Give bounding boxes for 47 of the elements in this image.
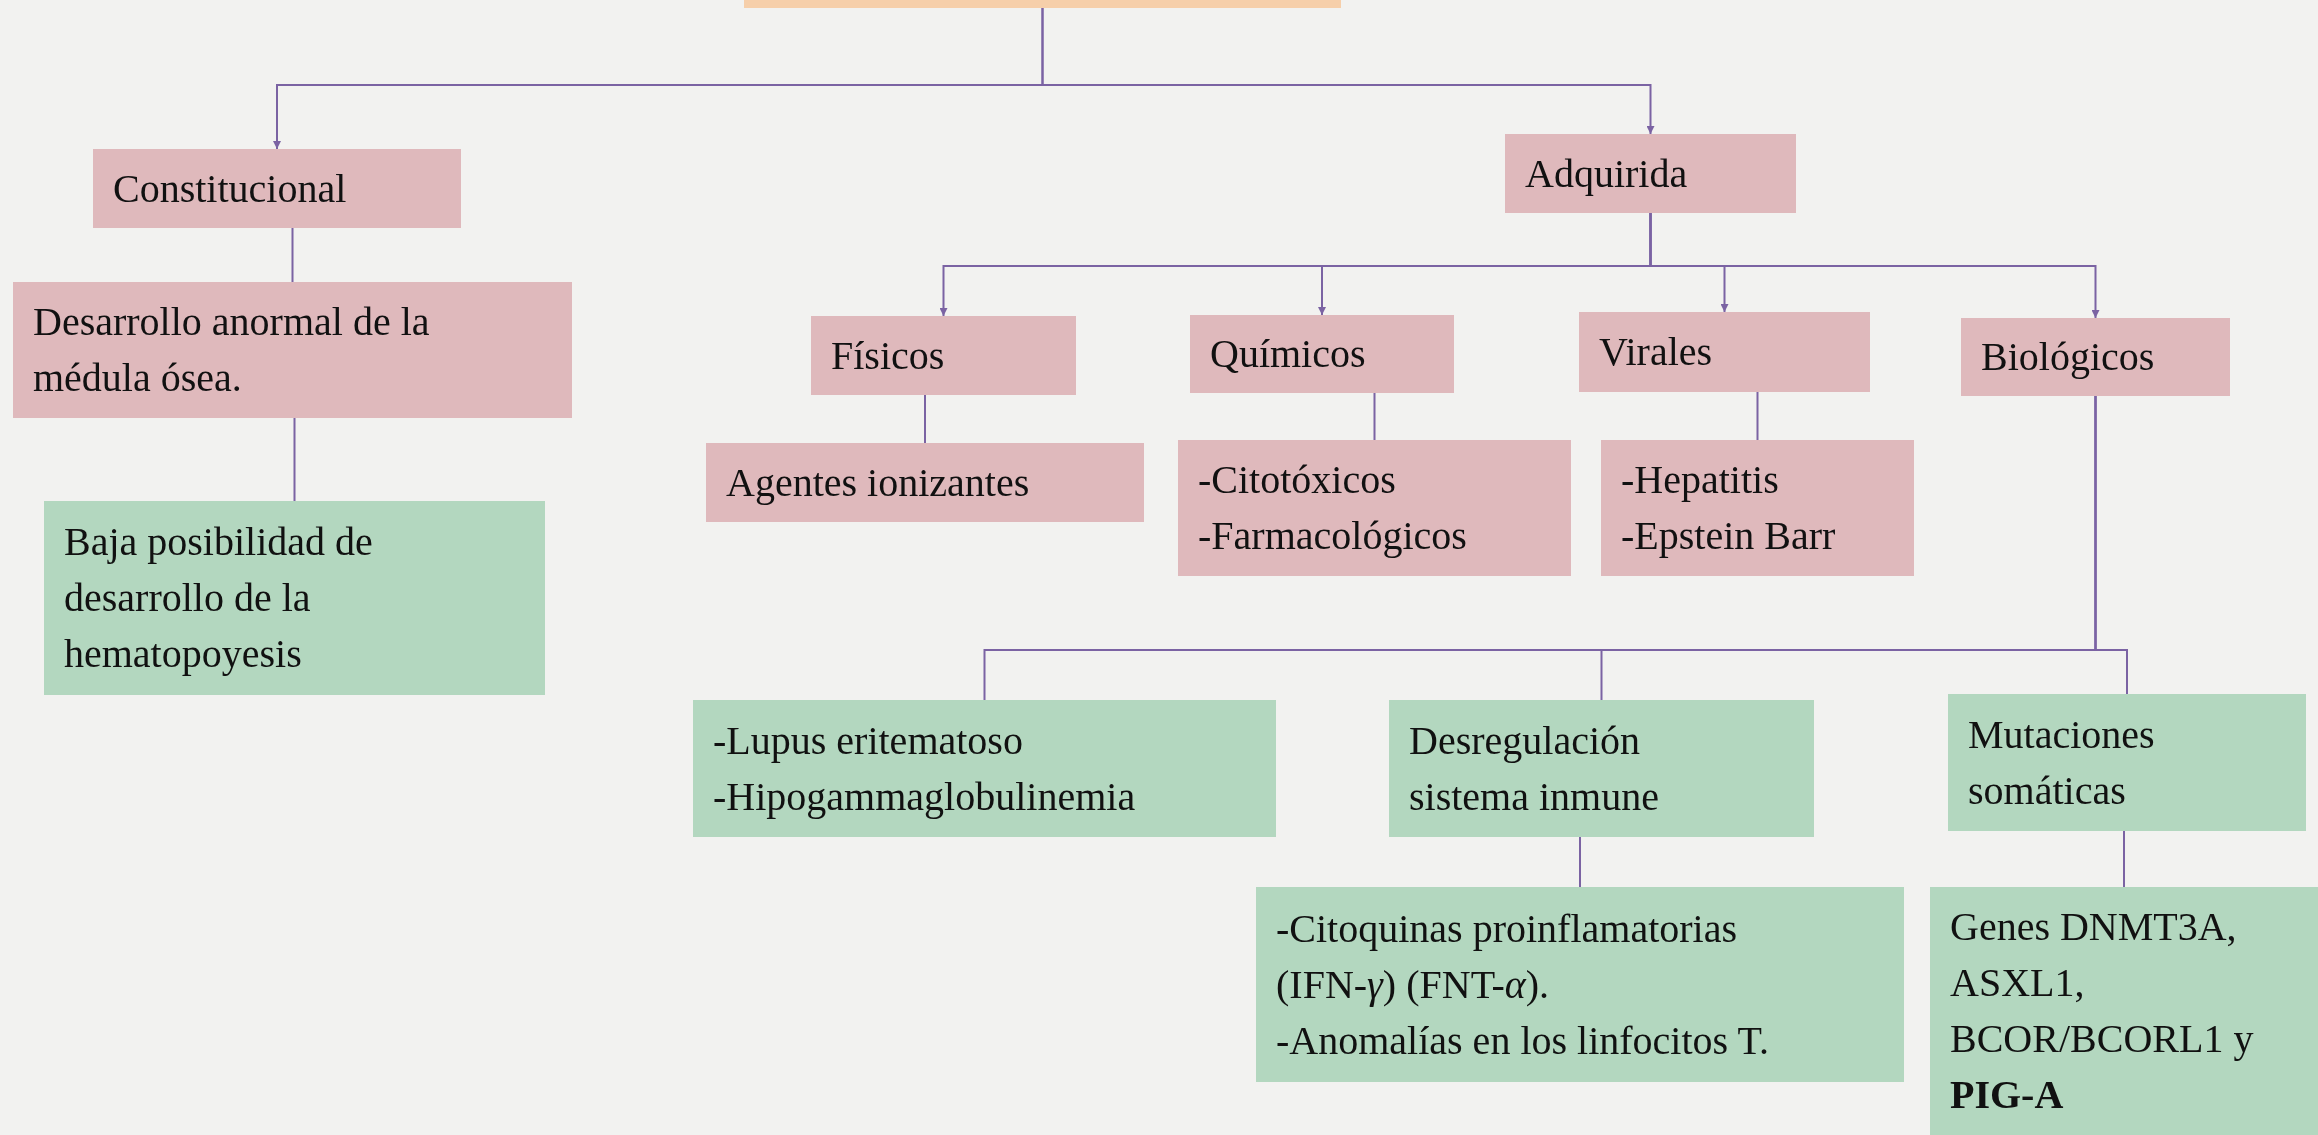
connector-line [293, 417, 296, 502]
category-box [1178, 440, 1571, 576]
connector-line [1756, 391, 1759, 441]
category-box [706, 443, 1144, 522]
connector-line [2094, 395, 2128, 695]
category-box [1579, 312, 1870, 392]
connector-line [1373, 392, 1376, 441]
box-text: -Citotóxicos [1198, 456, 1397, 504]
category-box [693, 700, 1276, 837]
category-box [1190, 315, 1454, 393]
box-text: -Epstein Barr [1621, 512, 1837, 560]
category-box [93, 149, 461, 228]
box-text: -Citoquinas proinflamatorias (IFN-γ) (FNT-α). [1276, 904, 1738, 1009]
category-box [1930, 887, 2318, 1135]
connector-line [924, 394, 926, 444]
box-text: Genes DNMT3A, ASXL1, BCOR/BCORL1 y PIG-A [1950, 903, 2255, 1119]
connector-line [291, 227, 294, 283]
box-text: Desregulación sistema inmune [1409, 716, 1660, 821]
box-text: -Hepatitis [1621, 456, 1780, 504]
category-box [811, 316, 1076, 395]
box-text: -Anomalías en los linfocitos T. [1276, 1016, 1770, 1065]
category-box [13, 282, 572, 418]
box-text: Adquirida [1525, 149, 1689, 198]
box-text: Baja posibilidad de desarrollo de la hematopoyesis [64, 518, 374, 678]
box-text: Mutaciones somáticas [1968, 710, 2156, 815]
category-box [1256, 887, 1904, 1082]
category-box [1961, 318, 2230, 396]
box-text: -Farmacológicos [1198, 512, 1468, 560]
connector-line [1579, 836, 1581, 888]
box-text: Constitucional [113, 164, 348, 213]
category-box [1505, 134, 1796, 213]
box-text: Virales [1599, 328, 1714, 376]
connector-line [2123, 830, 2125, 888]
header-box [744, 0, 1341, 8]
category-box [44, 501, 545, 695]
box-text: Biológicos [1981, 333, 2156, 381]
category-box [1601, 440, 1914, 576]
connector-line [1649, 212, 2100, 319]
box-text: Químicos [1210, 330, 1367, 378]
box-text: -Lupus eritematoso [713, 716, 1024, 765]
box-text: Físicos [831, 331, 946, 380]
category-box [1948, 694, 2306, 831]
category-box [1389, 700, 1814, 837]
box-text: -Hipogammaglobulinemia [713, 772, 1137, 821]
box-text: Desarrollo anormal de la médula ósea. [33, 298, 431, 402]
connector-line [1041, 7, 1655, 135]
box-text: Agentes ionizantes [726, 458, 1031, 507]
